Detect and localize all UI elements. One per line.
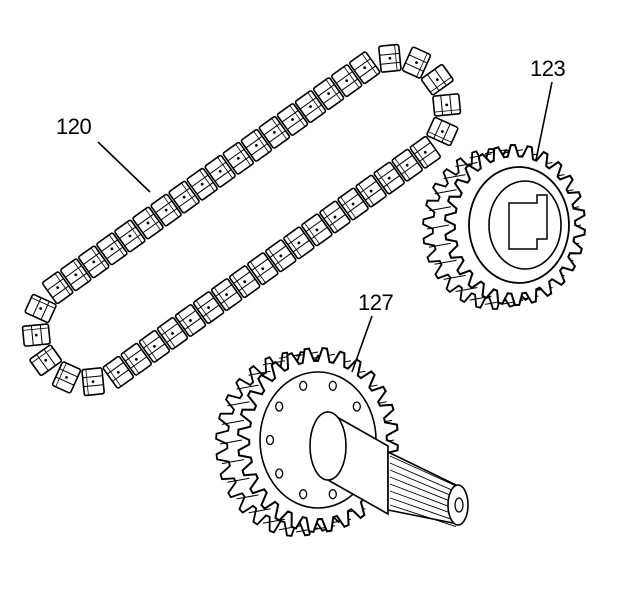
chain-link xyxy=(283,226,315,260)
chain-link xyxy=(186,167,218,201)
chain-link xyxy=(60,258,92,292)
chain-link xyxy=(21,323,51,347)
shaft-collar xyxy=(309,411,347,481)
chain-link xyxy=(204,154,236,188)
callout-leader-lines xyxy=(97,81,553,373)
drive-chain xyxy=(21,43,462,397)
chain-link xyxy=(355,174,387,208)
bolt-hole xyxy=(328,489,337,500)
sprocket-bore xyxy=(508,194,548,250)
chain-link xyxy=(337,187,369,221)
callout-label-123: 123 xyxy=(530,56,566,81)
bolt-hole xyxy=(265,434,275,446)
chain-link xyxy=(276,103,309,136)
chain-link xyxy=(174,304,207,337)
chain-link xyxy=(330,64,363,98)
chain-link xyxy=(41,271,74,305)
chain-link xyxy=(96,232,128,266)
chain-link xyxy=(210,278,243,312)
chain-link xyxy=(81,367,105,397)
chain-link xyxy=(150,193,182,227)
leader-line-123 xyxy=(535,81,553,161)
chain-link xyxy=(192,291,225,325)
drive-sprocket xyxy=(422,143,586,310)
bolt-hole xyxy=(328,380,337,391)
chain-link xyxy=(156,316,189,350)
chain-link xyxy=(29,344,63,377)
chain-link xyxy=(294,90,327,124)
chain-link xyxy=(138,329,171,363)
chain-link xyxy=(102,355,135,389)
chain-link xyxy=(78,245,110,279)
bolt-hole xyxy=(352,401,361,412)
chain-link xyxy=(401,46,432,79)
chain-link xyxy=(373,161,405,195)
chain-link xyxy=(51,361,82,394)
bolt-hole xyxy=(299,380,308,391)
leader-line-127 xyxy=(351,315,373,373)
chain-link xyxy=(114,219,146,253)
chain-link xyxy=(348,51,381,85)
chain-link xyxy=(120,342,153,376)
chain-link xyxy=(426,116,459,147)
chain-link xyxy=(312,77,345,111)
chain-link xyxy=(265,239,297,273)
chain-link xyxy=(420,63,454,96)
chain-link xyxy=(228,265,261,299)
chain-link xyxy=(409,135,442,169)
chain-link xyxy=(432,93,462,117)
chain-link xyxy=(168,180,200,214)
callout-label-127: 127 xyxy=(358,290,394,315)
bolt-hole xyxy=(275,468,284,479)
chain-link xyxy=(222,141,255,175)
chain-link xyxy=(301,213,333,247)
shaft-center-hole xyxy=(454,497,464,513)
chain-link xyxy=(132,206,164,240)
chain-link xyxy=(391,148,423,182)
callout-label-120: 120 xyxy=(56,114,92,139)
chain-link xyxy=(378,43,402,73)
chain-link xyxy=(258,115,291,149)
chain-link xyxy=(247,252,279,286)
driven-sprocket-with-shaft xyxy=(215,347,469,537)
chain-link xyxy=(24,293,57,324)
bolt-hole xyxy=(275,401,284,412)
leader-line-120 xyxy=(97,141,151,193)
chain-link xyxy=(240,128,273,162)
bolt-hole xyxy=(299,489,308,500)
chain-link xyxy=(319,200,351,234)
